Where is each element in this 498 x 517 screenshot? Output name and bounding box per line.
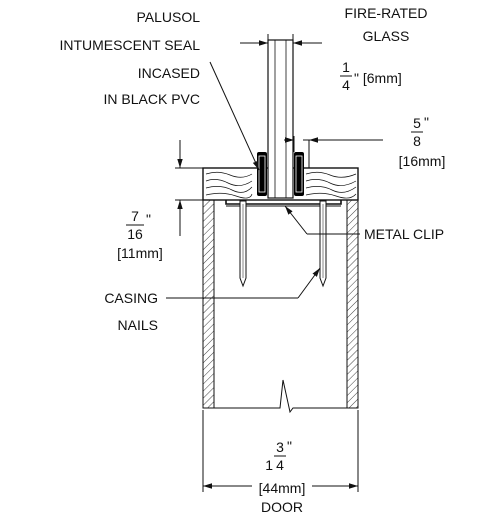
door-width-whole: 1	[265, 457, 273, 473]
stop-height-label: 7 16 " [11mm]	[117, 208, 163, 261]
stop-width-num: 5	[413, 115, 421, 131]
door-width-num: 3	[276, 439, 284, 455]
door-leaf	[202, 199, 359, 414]
glass-thickness-num: 1	[342, 59, 350, 75]
door-left-stile	[202, 199, 215, 409]
seal-line-2: INTUMESCENT SEAL	[59, 37, 200, 53]
glass-thickness-dimension	[240, 34, 322, 48]
seal-right	[294, 152, 304, 196]
seal-leader	[209, 61, 260, 171]
door-width-label: 1 3 4 " [44mm] DOOR	[259, 438, 306, 515]
metal-clip-label: METAL CLIP	[364, 226, 444, 242]
door-right-stile	[346, 199, 359, 409]
door-caption: DOOR	[261, 499, 303, 515]
seal-left	[257, 152, 267, 196]
stop-height-suffix: "	[146, 211, 151, 227]
glass-line-2: GLASS	[363, 28, 410, 44]
door-width-den: 4	[276, 457, 284, 473]
casing-nails-callout: CASING NAILS	[104, 290, 158, 333]
seal-callout: PALUSOL INTUMESCENT SEAL INCASED IN BLAC…	[59, 9, 200, 107]
glass-pane	[267, 39, 294, 199]
stop-width-label: 5 8 " [16mm]	[399, 114, 446, 169]
seal-line-4: IN BLACK PVC	[104, 91, 200, 107]
casing-nails-line-1: CASING	[104, 290, 158, 306]
leader-lines	[166, 61, 360, 299]
glass-thickness-suffix: " [6mm]	[354, 70, 402, 86]
stop-height-dimension	[175, 140, 203, 236]
stop-width-metric: [16mm]	[399, 153, 446, 169]
stop-width-den: 8	[413, 133, 421, 149]
door-width-metric: [44mm]	[259, 480, 306, 496]
glass-callout: FIRE-RATED GLASS	[345, 5, 428, 44]
stop-height-den: 16	[127, 226, 143, 242]
glass-thickness-label: 1 4 " [6mm]	[340, 59, 402, 93]
door-break-line	[214, 379, 347, 414]
casing-nails	[239, 200, 327, 288]
glass-line-1: FIRE-RATED	[345, 5, 428, 21]
intumescent-seals	[257, 152, 304, 196]
door-width-dimension	[202, 410, 359, 492]
stop-width-suffix: "	[424, 114, 429, 130]
stop-height-metric: [11mm]	[117, 245, 163, 261]
glass-thickness-den: 4	[342, 77, 350, 93]
seal-line-3: INCASED	[138, 65, 200, 81]
wood-grain	[205, 171, 357, 199]
stop-width-dimension	[284, 136, 383, 168]
seal-line-1: PALUSOL	[136, 9, 200, 25]
stop-height-num: 7	[131, 208, 139, 224]
casing-nails-line-2: NAILS	[118, 317, 158, 333]
door-width-suffix: "	[287, 438, 292, 454]
